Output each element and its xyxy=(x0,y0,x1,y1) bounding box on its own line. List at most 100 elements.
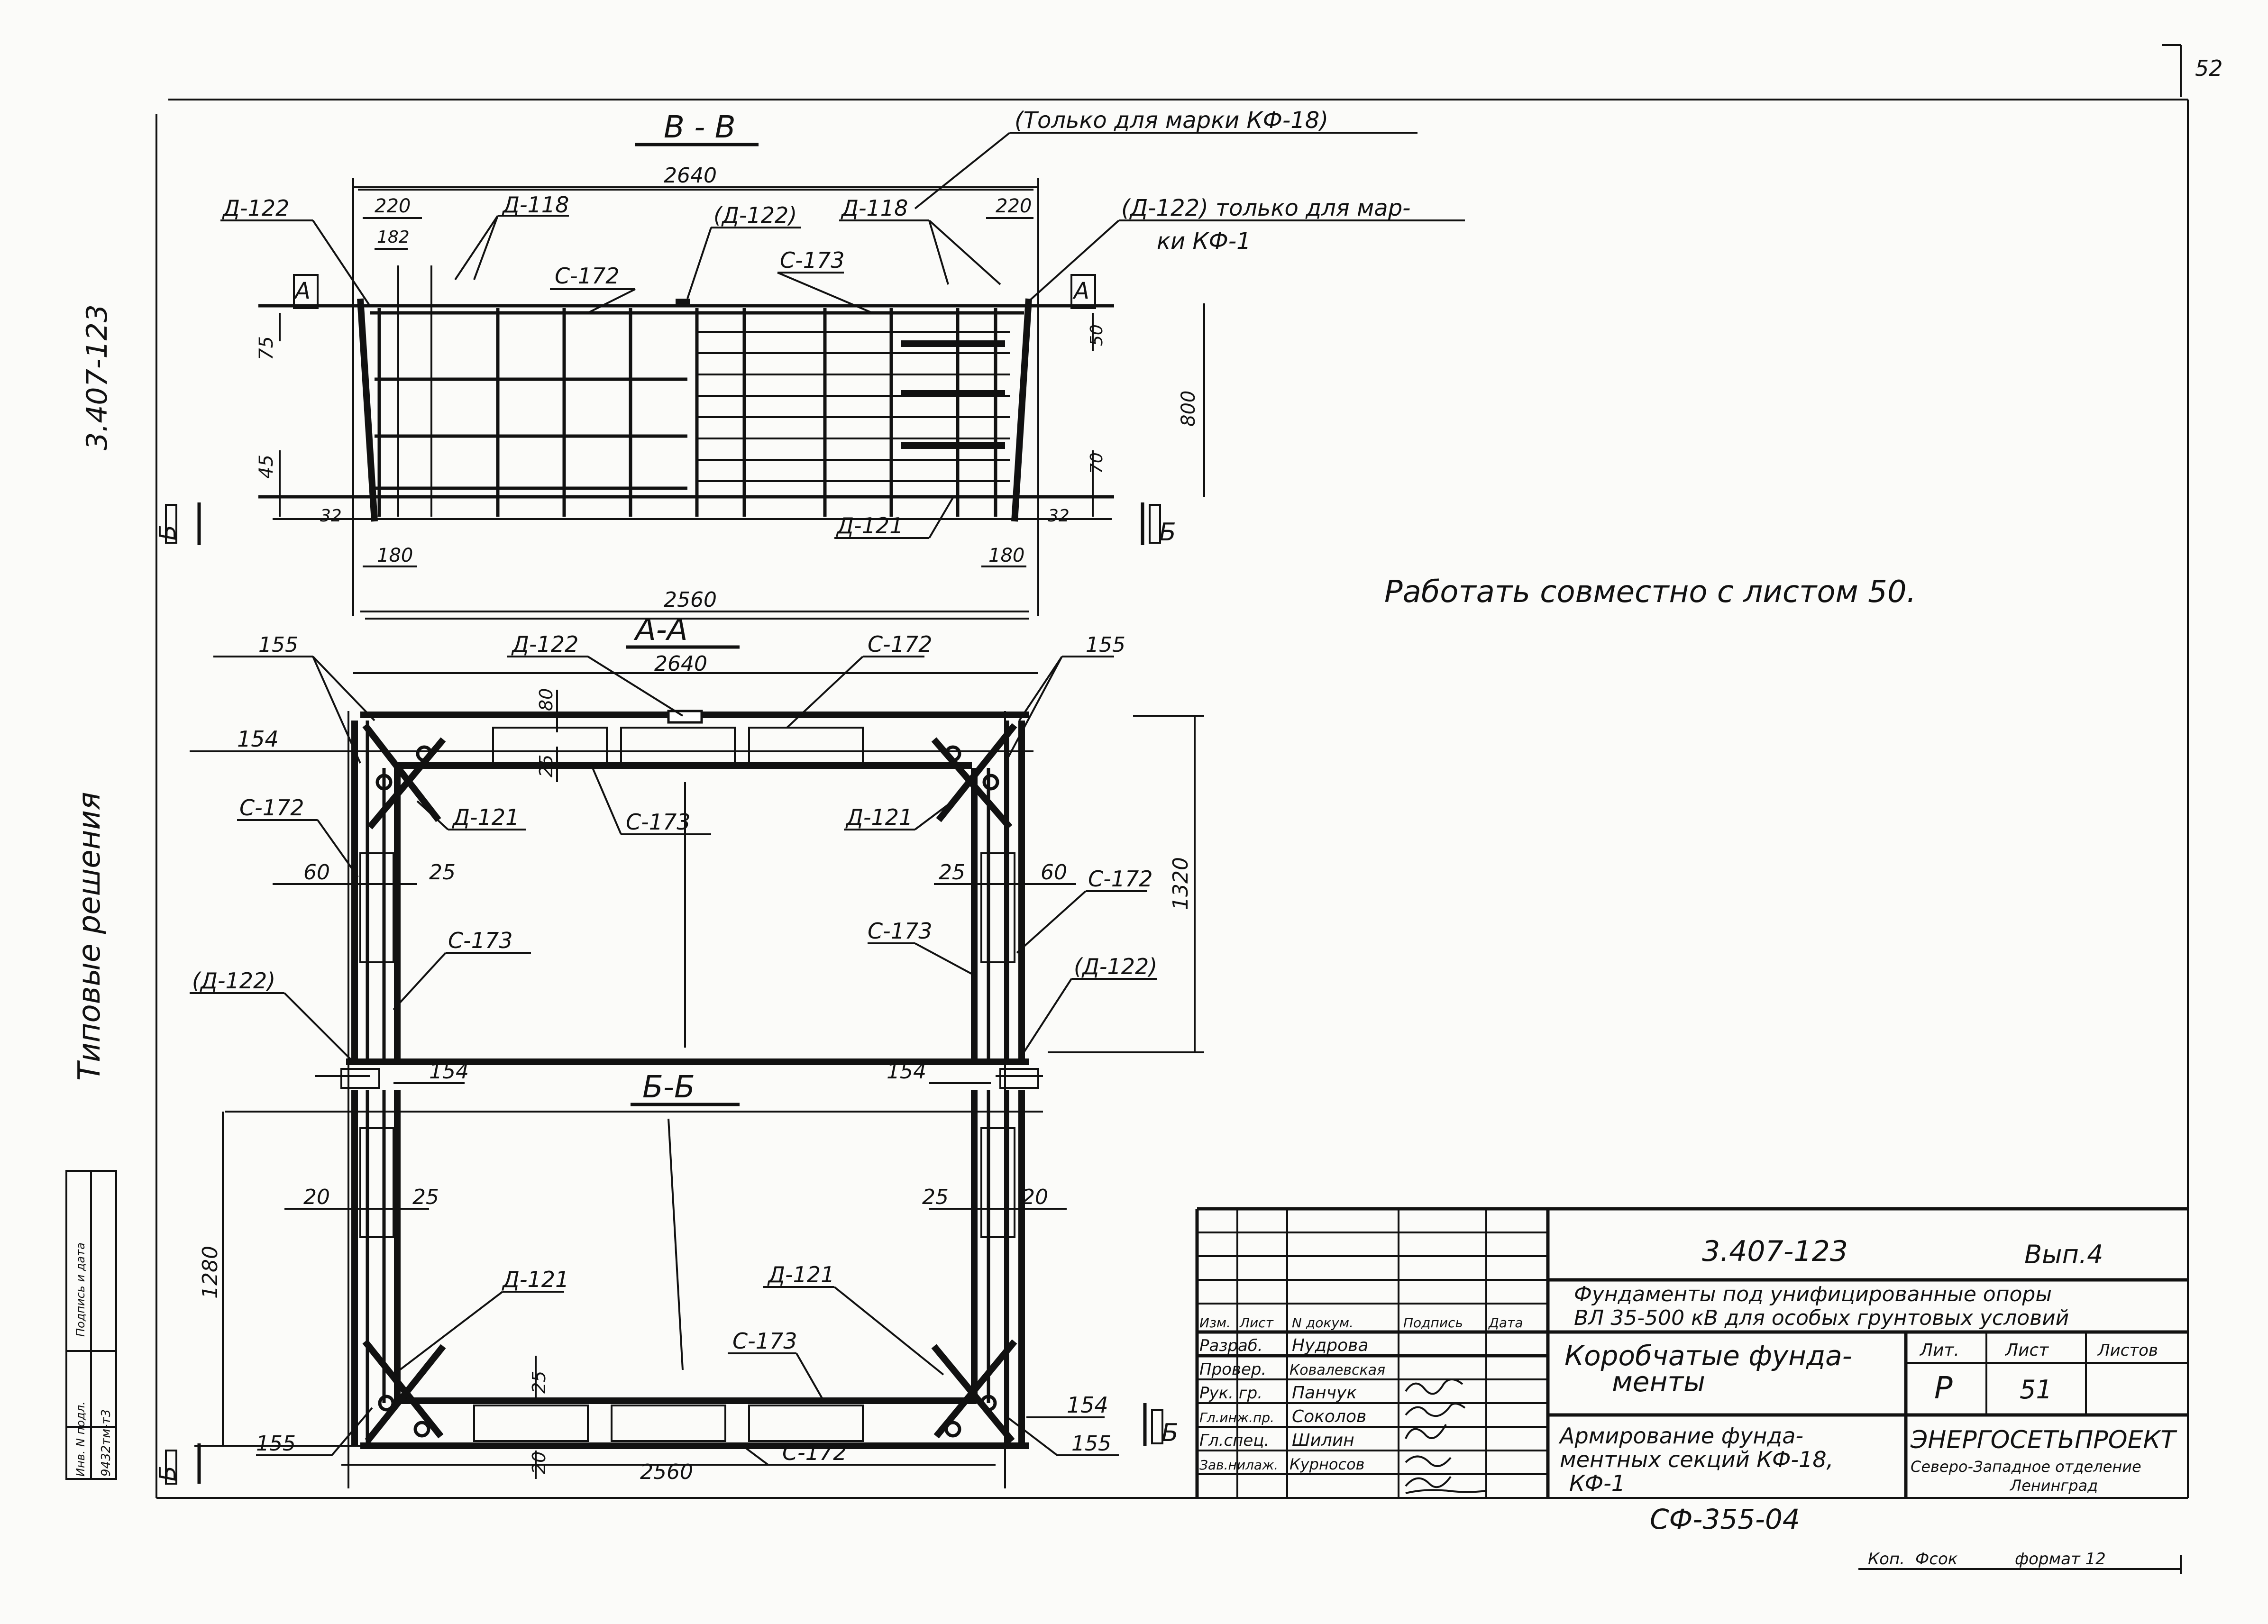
format-label: формат 12 xyxy=(2015,1550,2106,1569)
dim-50: 50 xyxy=(1087,324,1107,346)
label-c173-aa-right: С-173 xyxy=(868,918,933,944)
dim-155-bottom-right: 155 xyxy=(1071,1432,1111,1456)
section-vv-title: В - В xyxy=(664,110,736,145)
tb-sheet-line2: ментных секций КФ-18, xyxy=(1560,1447,1833,1472)
dim-155-top-left: 155 xyxy=(258,633,298,657)
dim-154-aa: 154 xyxy=(237,726,279,752)
stamp-inv-header: Инв. N подл. xyxy=(74,1401,87,1477)
tb-org-name: ЭНЕРГОСЕТЬПРОЕКТ xyxy=(1910,1426,2177,1454)
tb-role-4: Гл.инж.пр. xyxy=(1199,1410,1274,1425)
dim-aa-2640: 2640 xyxy=(654,652,707,676)
copier-name: Фсок xyxy=(1915,1550,1958,1569)
tb-sheet-line1: Армирование фунда- xyxy=(1558,1423,1803,1449)
tb-col-lit: Лит. xyxy=(1919,1341,1959,1360)
label-c172-aa: С-172 xyxy=(868,631,933,657)
tb-role-2: Провер. xyxy=(1199,1360,1266,1379)
tb-role-1: Разраб. xyxy=(1199,1336,1263,1355)
dim-154-bottom-right: 154 xyxy=(887,1059,926,1084)
dim-180-left: 180 xyxy=(377,545,413,566)
copied-label: Коп. xyxy=(1868,1550,1905,1569)
series-code-vertical: 3.407-123 xyxy=(81,304,114,450)
dim-32-right: 32 xyxy=(1048,506,1070,526)
tb-role-5: Гл.спец. xyxy=(1199,1431,1269,1450)
note-work-with-sheet-50: Работать совместно с листом 50. xyxy=(1384,575,1916,610)
tb-name-4: Соколов xyxy=(1292,1407,1366,1426)
label-d121-bb-left: Д-121 xyxy=(502,1267,569,1292)
tb-col-sheets: Листов xyxy=(2097,1341,2158,1360)
only-kf1-note-line2: ки КФ-1 xyxy=(1157,228,1251,255)
dim-60-right: 60 xyxy=(1041,860,1067,885)
dim-25-bb-right: 25 xyxy=(922,1185,949,1209)
dim-80: 80 xyxy=(536,688,557,711)
label-c173-bb: С-173 xyxy=(732,1328,797,1354)
tb-name-1: Нудрова xyxy=(1292,1336,1368,1355)
tb-col-izm: Изм. xyxy=(1199,1315,1231,1331)
tb-name-line2: менты xyxy=(1612,1366,1705,1398)
tb-sheet-value: 51 xyxy=(2020,1375,2052,1405)
dim-220-left: 220 xyxy=(375,195,411,217)
dim-25-right: 25 xyxy=(939,860,965,885)
label-d121-aa-left: Д-121 xyxy=(452,804,519,830)
label-c172-bb: С-172 xyxy=(782,1440,847,1465)
tb-role-6: Зав.нилаж. xyxy=(1199,1457,1278,1473)
tb-doc-code: 3.407-123 xyxy=(1702,1235,1848,1268)
tb-name-6: Курносов xyxy=(1289,1455,1365,1473)
label-c172-vv: С-172 xyxy=(555,263,620,289)
tb-col-doc: N докум. xyxy=(1292,1315,1353,1331)
label-c172-right: С-172 xyxy=(1088,866,1153,892)
sheet-number: 52 xyxy=(2195,55,2223,81)
tb-col-sign: Подпись xyxy=(1403,1315,1463,1331)
tb-col-date: Дата xyxy=(1488,1315,1523,1331)
tb-col-sheet: Лист xyxy=(2004,1341,2049,1360)
dim-20-left: 20 xyxy=(303,1185,330,1209)
tb-sheet-line3: КФ-1 xyxy=(1569,1470,1625,1496)
label-d122-paren-left: (Д-122) xyxy=(192,968,275,994)
dim-25-aa: 25 xyxy=(536,755,557,777)
tb-name-line1: Коробчатые фунда- xyxy=(1564,1340,1852,1372)
tb-issue: Вып.4 xyxy=(2024,1240,2103,1269)
label-d122-paren: (Д-122) xyxy=(713,202,797,228)
tb-drawing-code: СФ-355-04 xyxy=(1650,1503,1800,1535)
dim-20-right: 20 xyxy=(1022,1185,1048,1209)
dim-70: 70 xyxy=(1087,452,1107,474)
stamp-inv-value: 9432тм-т3 xyxy=(99,1409,113,1477)
label-d121-bb-right: Д-121 xyxy=(767,1262,834,1287)
label-d122-paren-right: (Д-122) xyxy=(1074,954,1157,979)
section-aa xyxy=(190,645,1204,1488)
dim-220-right: 220 xyxy=(996,195,1032,217)
dim-60-left: 60 xyxy=(303,860,330,885)
tb-org-city: Ленинград xyxy=(2010,1477,2098,1495)
cut-mark-b-bottom-left: Б xyxy=(155,1466,181,1481)
cut-mark-a-right: А xyxy=(1072,278,1089,304)
dim-75: 75 xyxy=(256,336,277,360)
dim-45: 45 xyxy=(256,455,277,479)
tb-col-list: Лист xyxy=(1239,1315,1274,1331)
tb-project-line1: Фундаменты под унифицированные опоры xyxy=(1574,1282,2052,1306)
dim-1280: 1280 xyxy=(198,1246,222,1299)
stamp-sign-header: Подпись и дата xyxy=(74,1242,87,1337)
only-kf1-note-line1: (Д-122) только для мар- xyxy=(1121,195,1410,221)
dim-25-bb-vertical: 25 xyxy=(529,1371,549,1394)
section-vv xyxy=(165,132,1465,620)
dim-vv-2640: 2640 xyxy=(664,164,717,188)
tb-lit-value: Р xyxy=(1934,1371,1953,1406)
label-c173-aa: С-173 xyxy=(626,809,691,835)
dim-154-bb: 154 xyxy=(1067,1392,1108,1418)
only-kf18-note: (Только для марки КФ-18) xyxy=(1015,107,1328,134)
cut-mark-b-left: Б xyxy=(155,525,181,540)
typical-solutions-label: Типовые решения xyxy=(72,792,107,1081)
label-d122-aa: Д-122 xyxy=(511,631,578,657)
dim-vv-2560: 2560 xyxy=(664,588,717,612)
label-c172-left: С-172 xyxy=(239,795,304,821)
dim-800: 800 xyxy=(1178,391,1199,427)
dim-182: 182 xyxy=(377,228,410,247)
tb-name-3: Панчук xyxy=(1292,1383,1357,1403)
dim-bb-2560: 2560 xyxy=(640,1460,693,1484)
tb-name-2: Ковалевская xyxy=(1289,1362,1385,1378)
title-block xyxy=(1195,1207,2188,1574)
dim-25-bb-left: 25 xyxy=(412,1185,439,1209)
label-d118-right: Д-118 xyxy=(841,195,908,221)
sheet-frame xyxy=(155,44,2189,1499)
label-c173-vv: С-173 xyxy=(780,247,845,273)
